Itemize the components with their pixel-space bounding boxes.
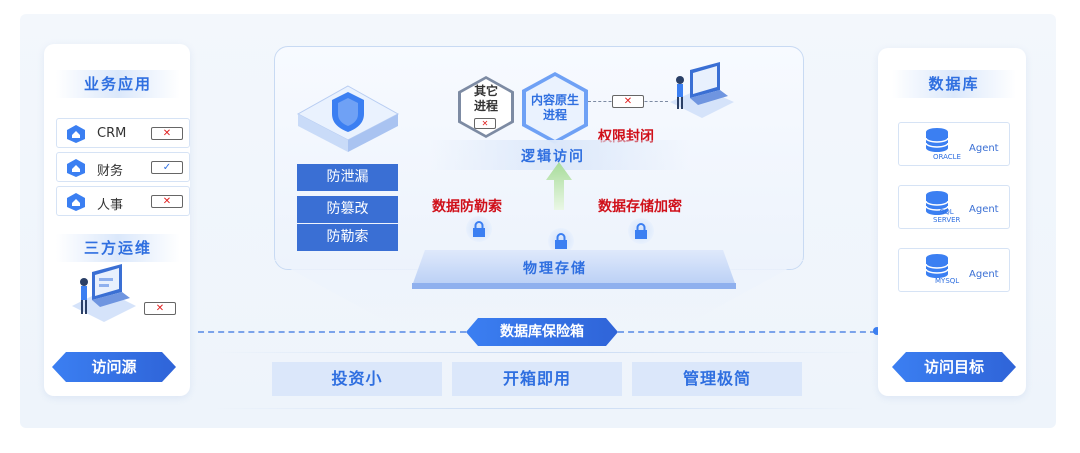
up-arrow-icon [546,162,572,210]
house-icon [67,159,85,177]
deny-mark: ✕ [151,195,183,208]
database-name: ORACLE [933,153,961,161]
benefit-ready-to-use: 开箱即用 [452,362,622,396]
physical-storage-label: 物理存储 [523,261,587,277]
physical-storage-slab [412,250,736,286]
vault-link-right [618,331,876,333]
database-name: SQL SERVER [933,208,961,224]
benefits-baseline [210,408,870,409]
app-row-finance: 财务 ✓ [56,152,190,182]
access-target-label: 访问目标 [892,352,1016,382]
benefit-low-cost: 投资小 [272,362,442,396]
house-icon [67,125,85,143]
storage-encryption-label: 数据存储加密 [598,199,682,215]
agent-label: Agent [969,204,999,215]
other-process-label: 其它 进程 [473,84,498,113]
laptop-user-icon [670,62,734,118]
vault-link-left [198,331,466,333]
database-oracle: ORACLE Agent [898,122,1010,166]
benefits-divider [210,352,870,353]
laptop-deny-mark: ✕ [612,95,644,108]
laptop-user-icon [72,264,136,322]
padlock-glyph [473,221,485,237]
third-party-ops-title: 三方运维 [56,234,180,262]
shield-item-ransom: 防勒索 [297,224,398,251]
app-label: 财务 [97,164,124,179]
access-source-panel [44,44,190,396]
third-party-deny-mark: ✕ [144,302,176,315]
database-icon [925,128,949,152]
anti-ransom-label: 数据防勒索 [432,199,502,215]
app-row-hr: 人事 ✕ [56,186,190,216]
database-title: 数据库 [892,70,1016,98]
app-label: CRM [97,126,127,141]
app-label: 人事 [97,198,124,213]
app-row-crm: CRM ✕ [56,118,190,148]
native-process-hex-inner [526,76,584,140]
padlock-glyph [555,233,567,249]
native-process-label: 内容原生 进程 [530,93,579,122]
shield-item-leak: 防泄漏 [297,164,398,191]
database-mysql: MYSQL Agent [898,248,1010,292]
shield-item-tamper: 防篡改 [297,196,398,223]
other-process-deny-mark: ✕ [474,118,496,129]
padlock-glyph [635,223,647,239]
benefit-simple-management: 管理极简 [632,362,802,396]
house-icon [67,193,85,211]
agent-label: Agent [969,269,999,280]
physical-storage-edge [412,283,736,289]
deny-mark: ✕ [151,127,183,140]
business-apps-title: 业务应用 [56,70,180,98]
access-source-label: 访问源 [52,352,176,382]
logical-access-label: 逻辑访问 [521,149,585,165]
database-icon [925,254,949,278]
agent-label: Agent [969,143,999,154]
shield-block-icon [296,85,400,152]
database-icon [925,191,949,215]
database-name: MYSQL [935,277,960,285]
database-vault-label: 数据库保险箱 [466,318,618,346]
link-dot [873,327,881,335]
allow-mark: ✓ [151,161,183,174]
database-sqlserver: SQL SERVER Agent [898,185,1010,229]
